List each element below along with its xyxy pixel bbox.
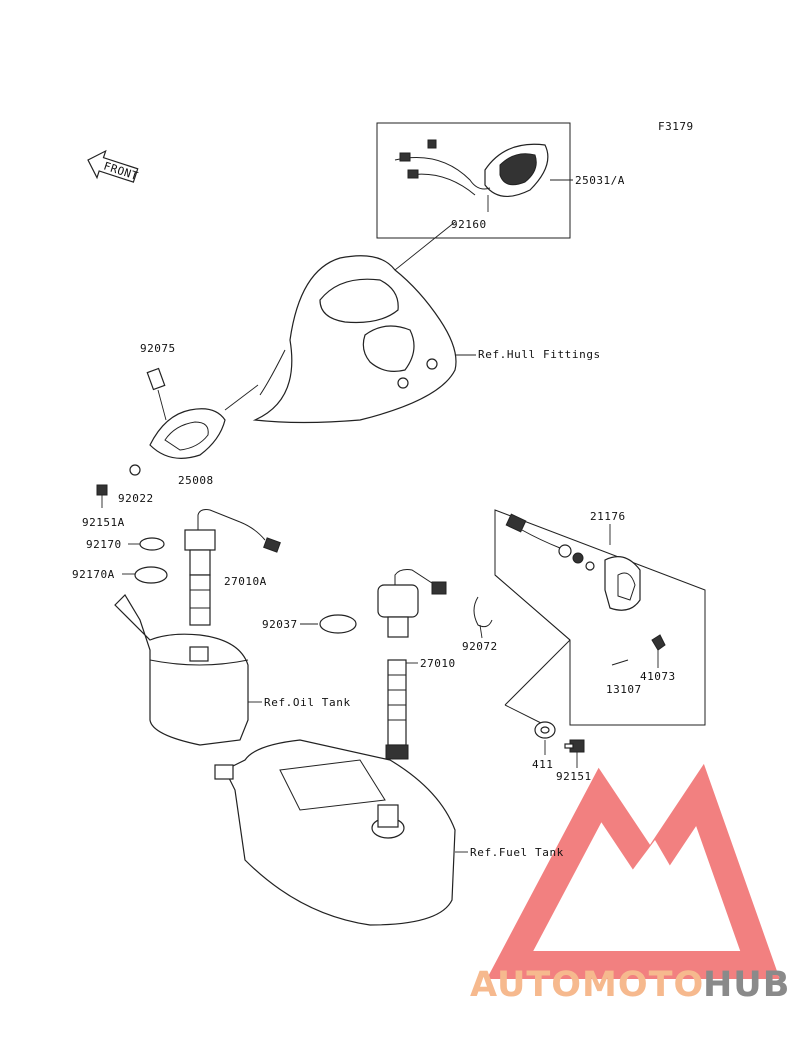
hull-section	[252, 255, 457, 424]
label-411: 411	[532, 758, 553, 771]
bolt-92151	[564, 739, 585, 768]
clamp-92170	[139, 537, 165, 551]
watermark-text: AUTOMOTO HUB	[470, 965, 790, 1005]
front-arrow: FRONT	[87, 149, 140, 183]
watermark-text-hub: HUB	[703, 965, 790, 1005]
clip-41073	[651, 634, 666, 668]
clamp-92037	[319, 614, 357, 634]
sensor-21176	[505, 513, 641, 611]
label-92160: 92160	[451, 218, 487, 231]
bolt-92151A	[96, 484, 108, 508]
label-41073: 41073	[640, 670, 676, 683]
watermark-logo	[486, 763, 780, 979]
label-92170A: 92170A	[72, 568, 115, 581]
bracket-25008	[149, 384, 259, 459]
clamp-92170A	[134, 566, 168, 584]
label-92037: 92037	[262, 618, 298, 631]
label-13107: 13107	[606, 683, 642, 696]
clip-92072	[473, 596, 493, 628]
label-92151A: 92151A	[82, 516, 125, 529]
diagram-code: F3179	[658, 120, 694, 133]
fuel-sensor-27010	[377, 569, 447, 760]
nut-92022	[129, 464, 141, 476]
ref-hull-fittings: Ref.Hull Fittings	[478, 348, 601, 361]
meter-assembly-box	[376, 122, 571, 239]
label-27010: 27010	[420, 657, 456, 670]
oil-tank	[114, 594, 249, 746]
watermark-text-automoto: AUTOMOTO	[470, 965, 704, 1005]
label-25008: 25008	[178, 474, 214, 487]
label-25031A: 25031/A	[575, 174, 625, 187]
pin-13107	[611, 659, 629, 666]
label-92022: 92022	[118, 492, 154, 505]
label-92072: 92072	[462, 640, 498, 653]
label-21176: 21176	[590, 510, 626, 523]
label-27010A: 27010A	[224, 575, 267, 588]
oil-sensor-27010A	[184, 509, 281, 626]
label-92151: 92151	[556, 770, 592, 783]
label-92170: 92170	[86, 538, 122, 551]
sensor-box	[494, 509, 706, 726]
ref-fuel-tank: Ref.Fuel Tank	[470, 846, 564, 859]
label-92075: 92075	[140, 342, 176, 355]
meter-assembly	[394, 139, 549, 212]
ref-oil-tank: Ref.Oil Tank	[264, 696, 351, 709]
fuel-tank	[214, 739, 456, 926]
clip-92075	[146, 367, 166, 391]
